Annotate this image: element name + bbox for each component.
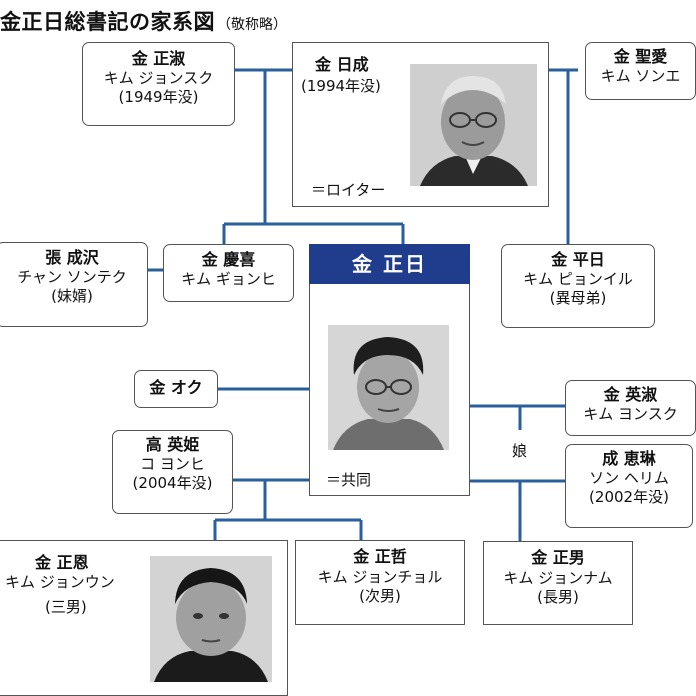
person-name: 張 成沢 xyxy=(45,248,99,267)
person-reading: キム ヨンスク xyxy=(583,405,678,423)
person-note: (長男) xyxy=(537,588,579,607)
person-note: (2002年没) xyxy=(589,487,669,506)
photo-kim-jongil xyxy=(328,325,449,450)
person-name: 金 日成 xyxy=(315,55,369,74)
person-note: (三男) xyxy=(45,598,87,616)
title-sub: （敬称略） xyxy=(217,17,287,33)
person-reading: キム ギョンヒ xyxy=(181,270,276,288)
person-name: 高 英姫 xyxy=(145,435,200,454)
photo-credit: ＝ロイター xyxy=(311,181,386,199)
person-note: (妹婿) xyxy=(51,286,93,305)
person-reading: キム ジョンスク xyxy=(103,69,214,87)
photo-credit-jongil: ＝共同 xyxy=(326,471,372,489)
person-name: 成 恵琳 xyxy=(602,449,656,468)
person-kim-jongchol: 金 正哲 キム ジョンチョル (次男) xyxy=(295,540,465,625)
person-song-hyerim: 成 恵琳 ソン ヘリム (2002年没) xyxy=(565,444,693,528)
person-kim-songae: 金 聖愛 キム ソンエ xyxy=(585,42,696,100)
person-reading: キム ソンエ xyxy=(600,67,681,85)
person-note: (2004年没) xyxy=(132,473,213,492)
person-reading: コ ヨンヒ xyxy=(140,455,205,473)
person-name: 金 正淑 xyxy=(131,49,186,68)
person-name: 金 英淑 xyxy=(603,385,658,404)
daughter-label: 娘 xyxy=(512,440,528,461)
person-name: 金 聖愛 xyxy=(613,47,668,66)
person-reading: ソン ヘリム xyxy=(589,469,669,487)
person-jang-songthaek: 張 成沢 チャン ソンテク (妹婿) xyxy=(0,242,148,327)
person-kim-yongsuk: 金 英淑 キム ヨンスク xyxy=(565,380,696,436)
person-kim-pyongil: 金 平日 キム ピョンイル (異母弟) xyxy=(501,244,655,328)
person-reading: キム ジョンウン xyxy=(5,573,115,591)
person-kim-jongnam: 金 正男 キム ジョンナム (長男) xyxy=(483,541,633,625)
person-kim-kyonghui: 金 慶喜 キム ギョンヒ xyxy=(163,244,294,302)
person-reading: キム ピョンイル xyxy=(523,270,633,288)
person-name: 金 正恩 xyxy=(35,553,89,572)
person-note: (1949年没) xyxy=(118,87,199,106)
person-note: (次男) xyxy=(359,587,401,606)
person-note: (異母弟) xyxy=(549,288,607,307)
person-reading: チャン ソンテク xyxy=(17,268,127,286)
photo-kim-jongun xyxy=(150,556,272,682)
person-name: 金 平日 xyxy=(551,250,605,269)
person-name: 金 正哲 xyxy=(353,547,407,566)
person-name: 金 正男 xyxy=(531,548,585,567)
person-note: (1994年没) xyxy=(301,77,381,95)
person-name: 金 オク xyxy=(149,378,203,397)
person-ko-yonghui: 高 英姫 コ ヨンヒ (2004年没) xyxy=(112,430,233,514)
person-kim-jongsuk: 金 正淑 キム ジョンスク (1949年没) xyxy=(82,42,235,126)
person-name: 金 慶喜 xyxy=(201,250,256,269)
person-kim-ok: 金 オク xyxy=(134,370,218,408)
person-reading: キム ジョンチョル xyxy=(317,567,443,586)
diagram-title: 金正日総書記の家系図（敬称略） xyxy=(0,6,287,36)
person-reading: キム ジョンナム xyxy=(503,568,613,587)
photo-kim-ilsung xyxy=(410,64,537,186)
person-name-header: 金 正日 xyxy=(309,244,470,284)
title-main: 金正日総書記の家系図 xyxy=(0,10,215,34)
